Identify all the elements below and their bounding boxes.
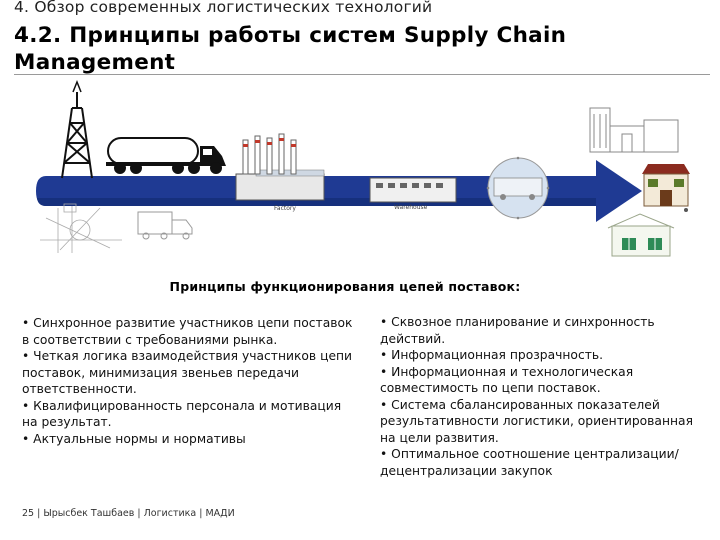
list-item: • Система сбалансированных показателей р… xyxy=(380,397,693,445)
factory-label: Factory xyxy=(274,205,296,212)
store-icon xyxy=(642,164,690,212)
slide-title: 4.2. Принципы работы систем Supply Chain… xyxy=(14,23,567,75)
list-item: • Актуальные нормы и нормативы xyxy=(22,431,246,446)
slide-subtitle: 4. Обзор современных логистических техно… xyxy=(14,0,433,16)
retail-building-icon xyxy=(589,107,679,153)
tanker-truck-icon xyxy=(106,137,226,174)
warehouse-icon xyxy=(369,177,457,203)
house-icon xyxy=(607,213,675,257)
right-principles-list: • Сквозное планирование и синхронность д… xyxy=(380,314,710,479)
slide-footer: 25 | Ырысбек Ташбаев | Логистика | МАДИ xyxy=(22,508,235,519)
factory-icon xyxy=(235,133,325,201)
left-principles-list: • Синхронное развитие участников цепи по… xyxy=(22,315,358,447)
principles-heading: Принципы функционирования цепей поставок… xyxy=(169,279,521,294)
title-divider xyxy=(14,74,710,75)
supply-chain-illustration: Factory Warehouse xyxy=(0,78,720,268)
list-item: • Информационная прозрачность. xyxy=(380,348,604,362)
list-item: • Четкая логика взаимодействия участнико… xyxy=(22,349,353,396)
supply-chain-svg xyxy=(36,79,690,257)
list-item: • Сквозное планирование и синхронность д… xyxy=(380,315,655,346)
list-item: • Синхронное развитие участников цепи по… xyxy=(22,316,353,347)
warehouse-label: Warehouse xyxy=(394,204,428,211)
oil-derrick-icon xyxy=(61,79,93,179)
truck-icon xyxy=(137,211,193,240)
refinery-schematic-icon xyxy=(40,203,122,253)
distribution-center-icon xyxy=(486,156,550,220)
list-item: • Оптимальное соотношение централизации/… xyxy=(380,447,679,478)
list-item: • Информационная и технологическая совме… xyxy=(380,364,634,396)
list-item: • Квалифицированность персонала и мотива… xyxy=(22,398,342,430)
supply-chain-arrow xyxy=(36,160,642,222)
